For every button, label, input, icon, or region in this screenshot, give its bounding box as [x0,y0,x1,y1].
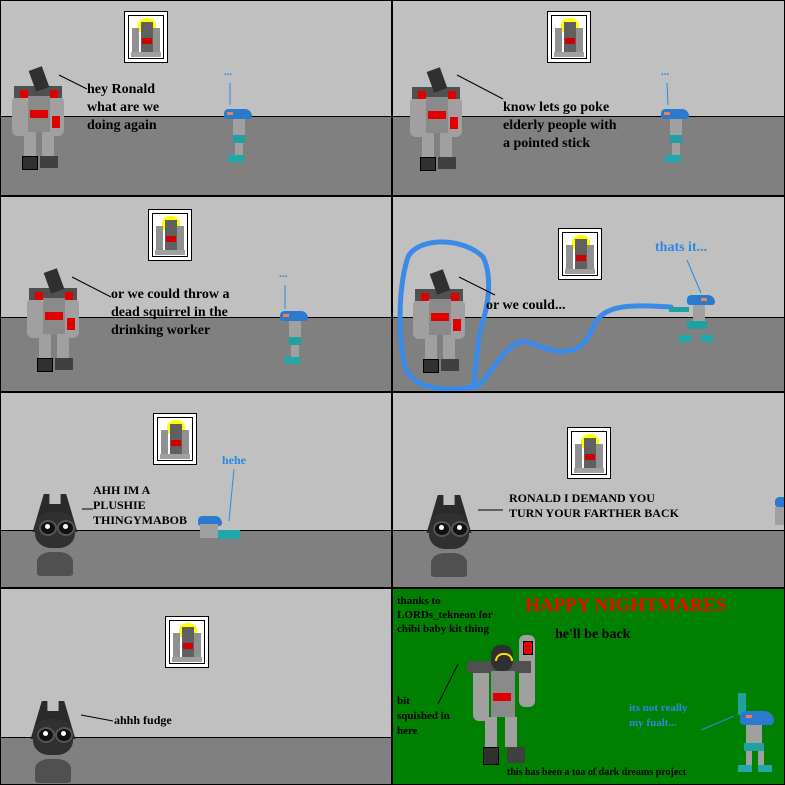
panel-4: or we could... thats it... [393,197,784,391]
toa-character-bowing [280,311,310,367]
dark-robot-character [10,66,66,178]
toa-character-shooting [669,295,715,351]
footer-project-credit: this has been a toa of dark dreams proje… [507,767,687,778]
speech-plushie: RONALD I DEMAND YOU TURN YOUR FARTHER BA… [509,491,679,520]
title-happy-nightmares: HAPPY NIGHTMARES [525,595,727,616]
wall-portrait [153,413,197,465]
plushie-character [25,699,81,784]
wall-portrait [558,228,602,280]
speech-dark-robot: or we could throw a dead squirrel in the… [111,287,230,338]
floor [1,116,391,195]
dark-robot-character [408,67,464,179]
speech-toa: ... [279,268,288,280]
panel-3: or we could throw a dead squirrel in the… [1,197,391,391]
toa-character-bowing [661,109,691,165]
speech-plushie: AHH IM A PLUSHIE THINGYMABOB [93,483,188,527]
panel-7: ahhh fudge [1,589,391,784]
wall-portrait [148,209,192,261]
wall-portrait [165,616,209,668]
dark-robot-character-waving [463,635,543,769]
speech-dark-robot: he'll be back [555,627,631,642]
speech-dark-robot: or we could... [486,298,566,313]
wall-portrait [547,11,591,63]
speech-dark-robot: hey Ronald what are we doing again [87,82,160,133]
panel-5: AHH IM A PLUSHIE THINGYMABOB hehe [1,393,391,587]
speech-toa: thats it... [655,240,708,255]
panel-6: RONALD I DEMAND YOU TURN YOUR FARTHER BA… [393,393,784,587]
toa-character-standing [736,693,776,775]
credits-text: thanks to LORDs_tekneon for chibi baby k… [397,595,493,635]
panel-2: know lets go poke elderly people with a … [393,1,784,195]
plushie-character [421,493,477,583]
speech-plushie: ahhh fudge [114,713,172,727]
panel-8-finale: thanks to LORDs_tekneon for chibi baby k… [393,589,784,784]
plushie-character [27,492,83,582]
toa-character-crouching [198,516,242,546]
speech-toa: hehe [222,453,246,467]
note-text: bit squished in here [397,695,450,737]
wall-portrait [124,11,168,63]
toa-character-offscreen [775,497,784,553]
speech-toa: its not really my fualt... [629,702,688,729]
wall-portrait [567,427,611,479]
dark-robot-character [411,269,467,381]
panel-1: hey Ronald what are we doing again ... [1,1,391,195]
speech-toa: ... [661,66,670,78]
speech-dark-robot: know lets go poke elderly people with a … [503,100,617,151]
speech-toa: ... [224,66,233,78]
dark-robot-character [25,268,81,380]
toa-character-bowing [224,109,254,165]
